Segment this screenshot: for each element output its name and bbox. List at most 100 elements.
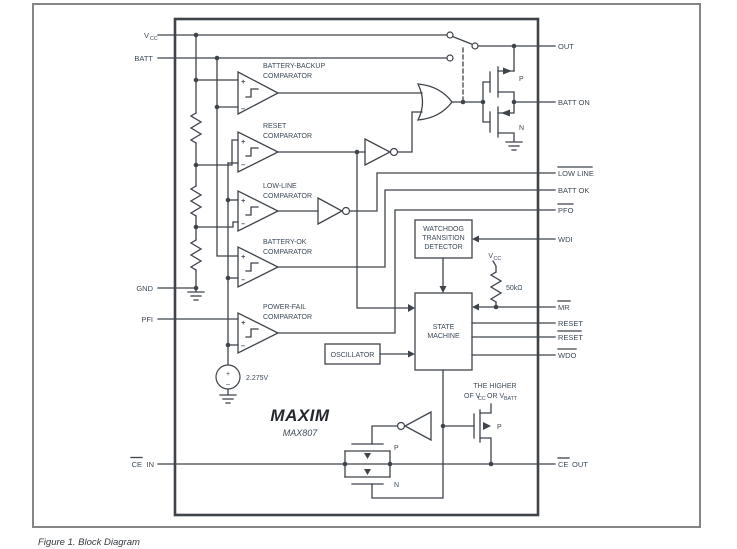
- oscillator: OSCILLATOR: [324, 343, 381, 365]
- battery-ok-comparator: + – BATTERY-OK COMPARATOR: [237, 239, 312, 289]
- maxim-logo: MAXIM: [270, 406, 330, 425]
- svg-text:COMPARATOR: COMPARATOR: [263, 314, 312, 321]
- batt-on-nmos: N: [482, 81, 524, 142]
- svg-text:BATT: BATT: [504, 396, 518, 402]
- vcc-batt-switch: [446, 31, 479, 62]
- pin-out: OUT: [558, 42, 574, 51]
- svg-text:+: +: [241, 252, 246, 261]
- svg-text:+: +: [241, 318, 246, 327]
- ground-symbol-divider: [187, 291, 205, 301]
- pin-pfi: PFI: [141, 315, 153, 324]
- pin-low-line: LOW LINE: [558, 169, 594, 178]
- power-fail-comparator: + – POWER-FAIL COMPARATOR: [237, 304, 312, 355]
- reset-comparator: + – RESET COMPARATOR: [237, 123, 312, 174]
- low-line-inverter: [317, 196, 351, 226]
- low-line-comparator: + – LOW-LINE COMPARATOR: [237, 183, 312, 233]
- resistor-r2: [189, 185, 203, 217]
- pin-wdo: WDO: [558, 351, 576, 360]
- pmos-label: P: [519, 76, 524, 83]
- arrowheads: [408, 235, 479, 358]
- comparator-label: BATTERY-BACKUP: [263, 63, 325, 70]
- transmission-gate: P N: [344, 443, 399, 489]
- figure-caption: Figure 1. Block Diagram: [38, 537, 140, 548]
- pin-pfo: PFO: [558, 206, 574, 215]
- svg-text:–: –: [241, 219, 245, 228]
- battery-backup-comparator: + – BATTERY-BACKUP COMPARATOR: [237, 63, 325, 116]
- higher-note-line1: THE HIGHER: [473, 383, 516, 390]
- wires: [157, 34, 556, 499]
- right-pin-labels: OUT BATT ON LOW LINE BATT OK PFO WDI MR …: [557, 42, 594, 469]
- vref-label: 2.275V: [246, 375, 269, 382]
- r50k-label: 50kΩ: [506, 285, 523, 292]
- svg-text:LOW-LINE: LOW-LINE: [263, 183, 297, 190]
- svg-text:WATCHDOG: WATCHDOG: [423, 226, 464, 233]
- svg-text:COMPARATOR: COMPARATOR: [263, 249, 312, 256]
- resistor-50k: [489, 271, 503, 303]
- svg-text:DETECTOR: DETECTOR: [424, 244, 462, 251]
- reset-inverter: [364, 137, 399, 167]
- pin-mr: MR: [558, 303, 570, 312]
- switch-arm: [451, 35, 473, 45]
- svg-text:–: –: [241, 341, 245, 350]
- ground-symbol-nmos: [505, 141, 523, 151]
- svg-text:COMPARATOR: COMPARATOR: [263, 193, 312, 200]
- pin-reset-bar: RESET: [558, 333, 583, 342]
- svg-text:–: –: [226, 381, 230, 388]
- pin-batt-ok: BATT OK: [558, 186, 589, 195]
- svg-text:+: +: [226, 371, 230, 378]
- pmos-arrow: [503, 67, 512, 75]
- svg-text:COMPARATOR: COMPARATOR: [263, 73, 312, 80]
- or-gate: [416, 83, 453, 121]
- svg-text:CC: CC: [494, 256, 502, 262]
- svg-text:TRANSITION: TRANSITION: [422, 235, 464, 242]
- svg-text:P: P: [394, 445, 399, 452]
- pin-reset: RESET: [558, 319, 583, 328]
- nmos-arrow: [501, 109, 510, 117]
- svg-text:CC: CC: [150, 36, 158, 42]
- svg-text:OSCILLATOR: OSCILLATOR: [331, 352, 375, 359]
- svg-text:P: P: [497, 424, 502, 431]
- pin-ce-in: CE: [132, 460, 142, 469]
- pullup-50k: V CC 50kΩ: [488, 253, 522, 292]
- pin-gnd: GND: [136, 284, 153, 293]
- svg-text:IN: IN: [147, 460, 155, 469]
- svg-text:OUT: OUT: [572, 460, 588, 469]
- inverter-bubble: [389, 147, 399, 157]
- svg-text:COMPARATOR: COMPARATOR: [263, 133, 312, 140]
- pin-wdi: WDI: [558, 235, 573, 244]
- plus-sign: +: [241, 77, 246, 86]
- inverter-bubble: [396, 421, 406, 431]
- svg-text:BATTERY-OK: BATTERY-OK: [263, 239, 307, 246]
- resistor-r1: [189, 112, 203, 144]
- pin-batt: BATT: [134, 54, 153, 63]
- vcc2-label: V: [488, 253, 493, 260]
- ce-inverter: [396, 410, 432, 442]
- watchdog-transition-detector: WATCHDOG TRANSITION DETECTOR: [414, 219, 473, 259]
- svg-text:+: +: [241, 196, 246, 205]
- part-number: MAX807: [283, 428, 319, 438]
- svg-text:+: +: [241, 137, 246, 146]
- svg-text:STATE: STATE: [433, 324, 455, 331]
- nmos-label: N: [519, 125, 524, 132]
- svg-text:–: –: [241, 275, 245, 284]
- higher-note-line2: OF V: [464, 393, 481, 400]
- junction-dots: [193, 32, 517, 467]
- ic-boundary: [173, 17, 540, 517]
- svg-text:–: –: [241, 160, 245, 169]
- vref-source: + – 2.275V: [215, 364, 269, 404]
- svg-text:RESET: RESET: [263, 123, 287, 130]
- svg-text:N: N: [394, 482, 399, 489]
- state-machine: STATE MACHINE: [414, 292, 473, 371]
- inverter-bubble: [341, 206, 351, 216]
- resistor-r3: [189, 239, 203, 271]
- pin-batt-on: BATT ON: [558, 98, 590, 107]
- pin-vcc: V: [144, 31, 149, 40]
- svg-text:OR V: OR V: [487, 393, 504, 400]
- minus-sign: –: [241, 104, 245, 113]
- batt-on-pmos: P: [489, 66, 524, 103]
- svg-text:CC: CC: [478, 396, 486, 402]
- ce-out-pmos: P THE HIGHER OF V CC OR V BATT: [464, 383, 518, 465]
- svg-text:POWER-FAIL: POWER-FAIL: [263, 304, 306, 311]
